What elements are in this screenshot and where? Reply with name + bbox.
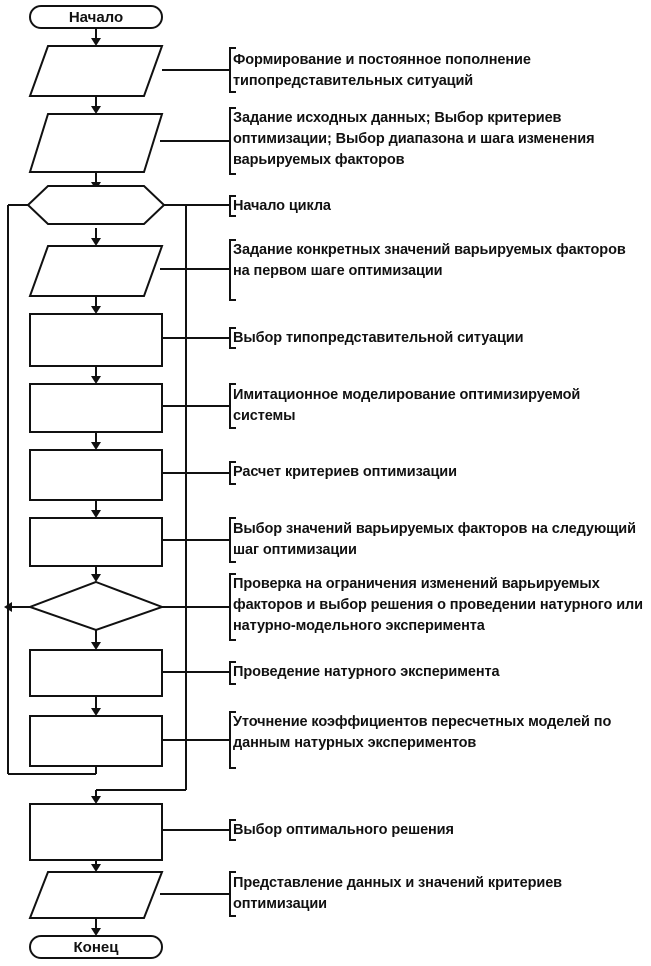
note-step-13: Представление данных и значений критерие… <box>233 875 562 912</box>
process-step-10 <box>29 649 163 697</box>
loop-start-hexagon <box>26 185 166 225</box>
io-step-4 <box>28 245 164 297</box>
start-terminal: Начало <box>29 5 163 29</box>
process-step-6 <box>29 383 163 433</box>
io-step-2 <box>28 113 164 173</box>
note-step-8: Выбор значений варьируемых факторов на с… <box>233 521 636 558</box>
connectors <box>7 28 187 932</box>
note-step-2: Задание исходных данных; Выбор критериев… <box>233 110 595 168</box>
note-step-5: Выбор типопредставительной ситуации <box>233 330 524 346</box>
process-step-8 <box>29 517 163 567</box>
note-step-3: Начало цикла <box>233 198 331 214</box>
arrowheads <box>4 38 101 936</box>
note-step-10: Проведение натурного эксперимента <box>233 664 500 680</box>
note-step-4: Задание конкретных значений варьируемых … <box>233 242 626 279</box>
io-step-1 <box>28 45 164 97</box>
end-terminal: Конец <box>29 935 163 959</box>
process-step-5 <box>29 313 163 367</box>
decision-diamond <box>27 580 165 632</box>
note-step-11: Уточнение коэффициентов пересчетных моде… <box>233 714 612 751</box>
process-step-7 <box>29 449 163 501</box>
note-step-9: Проверка на ограничения изменений варьир… <box>233 576 643 634</box>
start-label: Начало <box>69 9 123 26</box>
end-label: Конец <box>74 939 120 956</box>
process-step-12 <box>29 803 163 861</box>
process-step-11 <box>29 715 163 767</box>
comment-brackets <box>160 47 236 917</box>
note-step-1: Формирование и постоянное пополнение тип… <box>233 52 531 89</box>
note-step-12: Выбор оптимального решения <box>233 822 454 838</box>
note-step-6: Имитационное моделирование оптимизируемо… <box>233 387 581 424</box>
note-step-7: Расчет критериев оптимизации <box>233 464 457 480</box>
io-step-13 <box>28 871 164 919</box>
